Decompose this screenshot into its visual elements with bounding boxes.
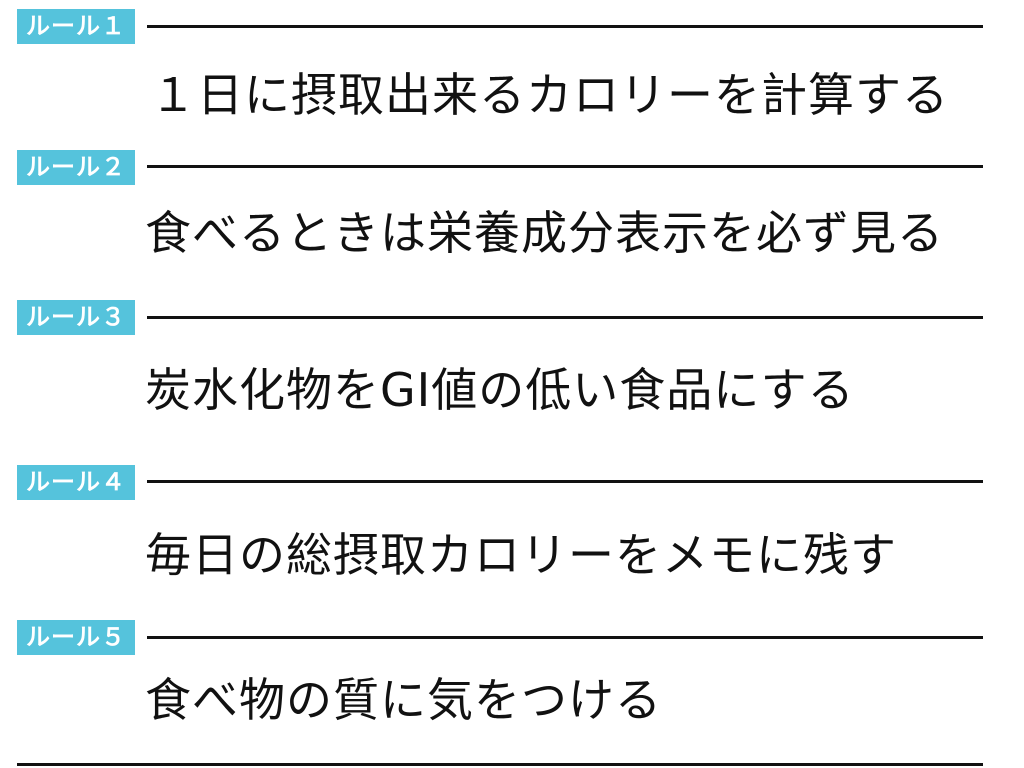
rule-text: 食べるときは栄養成分表示を必ず見る [145, 206, 944, 260]
divider [147, 165, 983, 168]
divider [147, 25, 983, 28]
bottom-divider [17, 763, 983, 766]
divider [147, 480, 983, 483]
rule-badge: ルール２ [17, 150, 135, 185]
rule-badge: ルール４ [17, 465, 135, 500]
rule-text: 炭水化物をGI値の低い食品にする [145, 363, 855, 417]
rule-badge: ルール１ [17, 9, 135, 44]
rule-text: 食べ物の質に気をつける [145, 673, 662, 727]
rule-text: １日に摂取出来るカロリーを計算する [150, 68, 949, 122]
rule-text: 毎日の総摂取カロリーをメモに残す [145, 528, 897, 582]
rule-badge: ルール３ [17, 300, 135, 335]
divider [147, 636, 983, 639]
rule-badge: ルール５ [17, 620, 135, 655]
divider [147, 316, 983, 319]
